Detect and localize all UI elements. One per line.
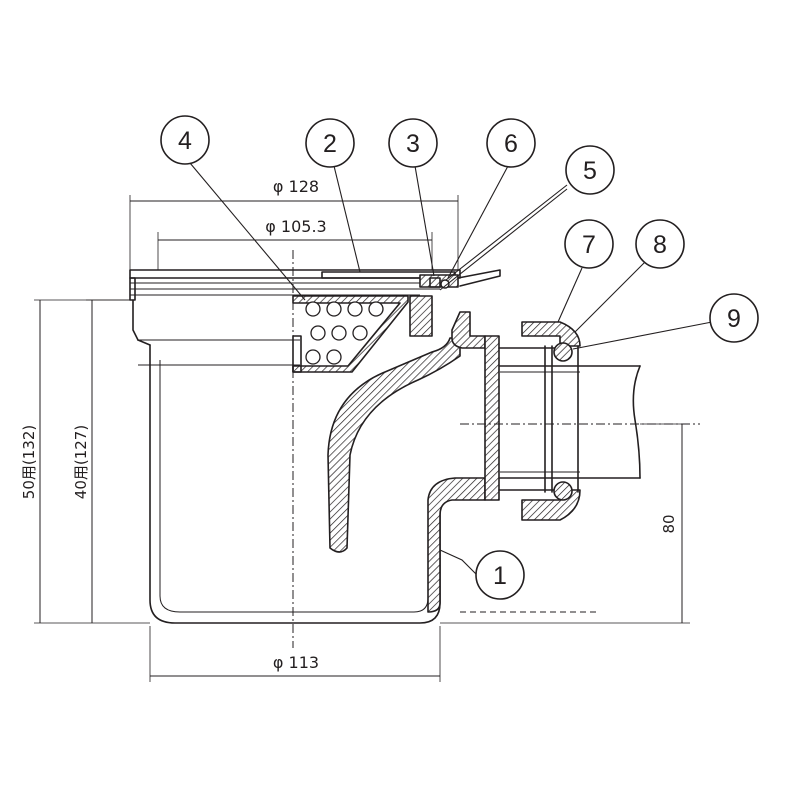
dimension-body-diameter: φ 113 <box>273 653 319 672</box>
svg-text:9: 9 <box>727 305 741 333</box>
dimension-outlet-height: 80 <box>660 514 678 533</box>
svg-text:3: 3 <box>406 130 420 158</box>
cover-assembly <box>321 269 501 337</box>
outlet-assembly <box>484 321 641 521</box>
dimension-height-40: 40用(127) <box>72 425 90 499</box>
callout-9: 9 <box>709 293 759 343</box>
strainer-holes <box>305 301 384 365</box>
dimension-outer-diameter: φ 128 <box>273 177 319 196</box>
svg-text:4: 4 <box>178 127 192 155</box>
callout-1: 1 <box>475 550 525 600</box>
svg-text:6: 6 <box>504 130 518 158</box>
dimension-inner-diameter: φ 105.3 <box>265 217 326 236</box>
o-ring-bottom <box>553 481 573 501</box>
callout-8: 8 <box>635 219 685 269</box>
callout-2: 2 <box>305 118 355 168</box>
svg-text:7: 7 <box>582 231 596 259</box>
callout-7: 7 <box>564 219 614 269</box>
callout-5: 5 <box>565 145 615 195</box>
callout-6: 6 <box>486 118 536 168</box>
strainer-basket <box>292 295 409 373</box>
dimension-height-50: 50用(132) <box>20 425 38 499</box>
o-ring-top <box>553 342 573 362</box>
svg-text:5: 5 <box>583 157 597 185</box>
svg-text:2: 2 <box>323 130 337 158</box>
dimension-lines <box>34 195 690 682</box>
trap-body <box>138 311 486 624</box>
leader-lines <box>189 162 713 575</box>
svg-text:1: 1 <box>493 562 507 590</box>
svg-text:8: 8 <box>653 231 667 259</box>
callout-3: 3 <box>388 118 438 168</box>
callout-4: 4 <box>160 115 210 165</box>
